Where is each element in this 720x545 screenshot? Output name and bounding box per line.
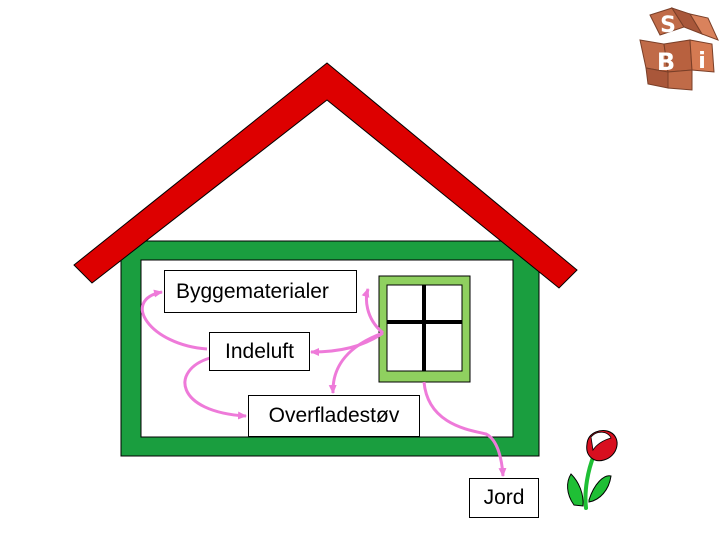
label-surface-dust-text: Overfladestøv (268, 404, 400, 427)
arrow-window-to-dust (328, 331, 384, 394)
window (378, 275, 471, 383)
label-building-materials: Byggematerialer (164, 270, 357, 313)
logo-letter-i: i (698, 49, 706, 74)
sbi-logo: S B i (639, 7, 719, 91)
label-building-materials-text: Byggematerialer (176, 279, 329, 303)
logo-letter-b: B (657, 48, 675, 76)
label-indoor-air: Indeluft (209, 332, 310, 371)
arrow-indoor-to-dust (183, 356, 247, 420)
flow-arrows (140, 288, 507, 477)
label-indoor-air-text: Indeluft (225, 339, 294, 363)
roof (73, 62, 578, 289)
logo-letter-s: S (660, 13, 676, 38)
label-soil-text: Jord (483, 486, 525, 509)
flower-icon (567, 430, 618, 510)
label-surface-dust: Overfladestøv (248, 395, 420, 437)
label-soil: Jord (469, 478, 539, 518)
arrow-window-to-materials (361, 288, 384, 335)
arrow-window-to-soil (422, 381, 507, 477)
arrow-indoor-to-materials (140, 289, 208, 351)
